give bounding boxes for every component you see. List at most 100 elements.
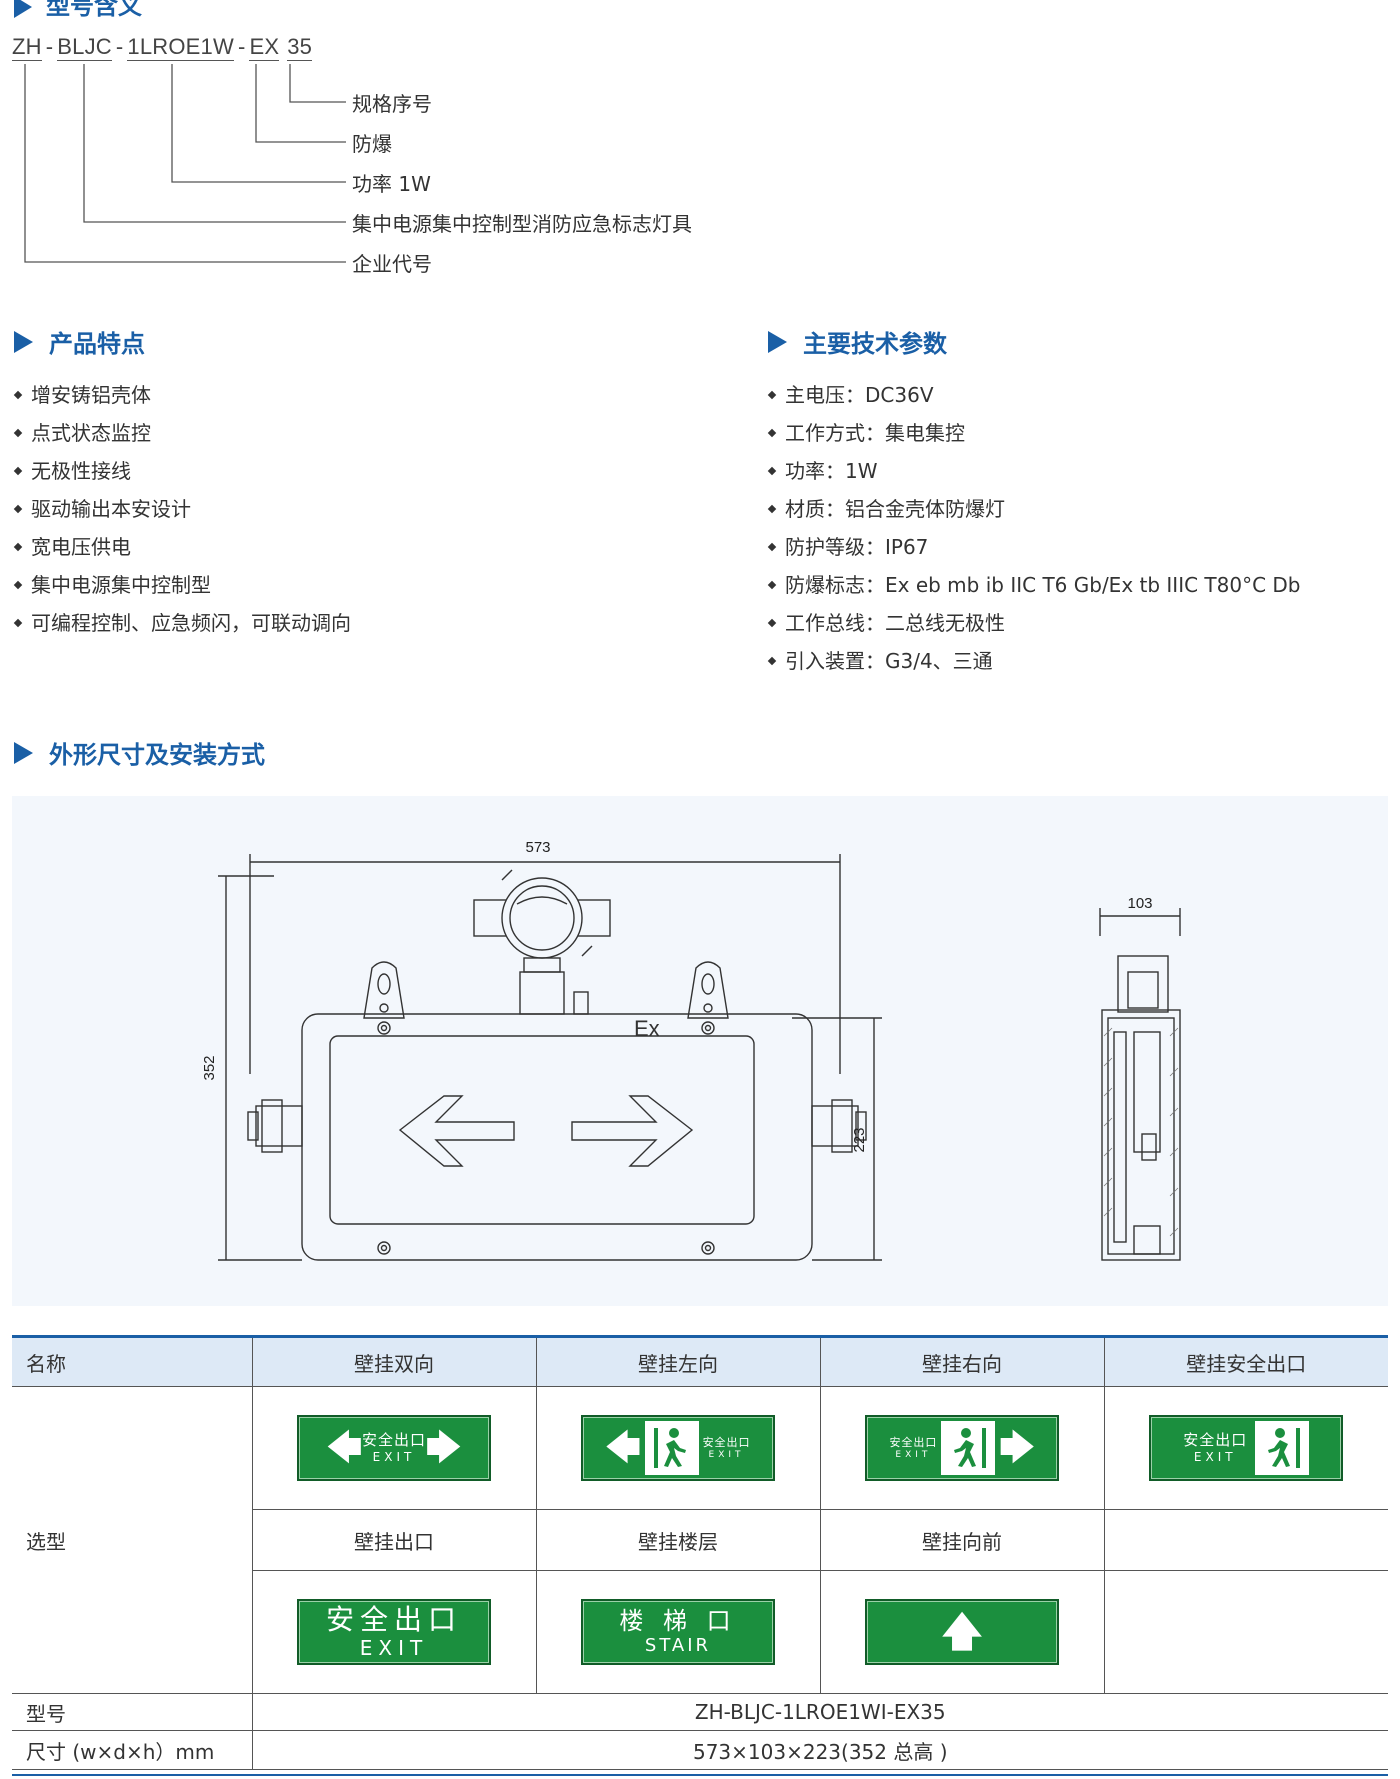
dimension-drawing: 573 352 223 103 Ex — [201, 839, 1181, 1261]
running-man-icon — [1255, 1421, 1310, 1475]
table-cell: 壁挂向前 — [820, 1509, 1105, 1571]
table-cell: 壁挂楼层 — [536, 1509, 821, 1571]
table-cell — [1104, 1509, 1388, 1571]
table-header-cell: 壁挂安全出口 — [1104, 1335, 1388, 1387]
running-man-icon — [954, 1428, 987, 1468]
arrow-left-icon: 🡄 — [326, 1428, 362, 1468]
model-code: ZH-BLJC-1LROE1W-EX 35 — [12, 34, 313, 61]
params-list: 主电压：DC36V 工作方式：集电集控 功率：1W 材质：铝合金壳体防爆灯 防护… — [766, 376, 1301, 680]
table-header-row: 名称 壁挂双向 壁挂左向 壁挂右向 壁挂安全出口 — [12, 1335, 1388, 1387]
diamond-bullet-icon — [13, 580, 23, 590]
forward-sign: 🡅 — [865, 1599, 1059, 1665]
features-heading: 产品特点 — [14, 324, 145, 359]
model-code-leader-lines — [24, 64, 346, 263]
model-value: ZH-BLJC-1LROE1WI-EX35 — [252, 1693, 1388, 1731]
model-segment-ex: EX — [249, 34, 280, 61]
dimension-total-height-label: 352 — [201, 1055, 218, 1080]
list-item: 功率：1W — [766, 452, 1301, 490]
size-label: 尺寸 (w×d×h）mm — [12, 1730, 253, 1770]
diamond-bullet-icon — [767, 390, 777, 400]
list-item: 可编程控制、应急频闪，可联动调向 — [12, 604, 351, 642]
diamond-bullet-icon — [767, 428, 777, 438]
label-spec-number: 规格序号 — [352, 92, 432, 116]
params-heading: 主要技术参数 — [768, 324, 947, 359]
dimension-width-label: 573 — [525, 839, 550, 856]
model-segment-power: 1LROE1W — [127, 34, 234, 61]
arrow-left-icon: 🡄 — [605, 1428, 641, 1468]
table-cell: 壁挂出口 — [252, 1509, 537, 1571]
triangle-bullet-icon — [14, 330, 33, 353]
diamond-bullet-icon — [13, 618, 23, 628]
triangle-bullet-icon — [768, 330, 787, 353]
list-item: 工作方式：集电集控 — [766, 414, 1301, 452]
table-row: 尺寸 (w×d×h）mm 573×103×223(352 总高 ) — [12, 1730, 1388, 1770]
list-item: 工作总线：二总线无极性 — [766, 604, 1301, 642]
list-item: 防爆标志：Ex eb mb ib IIC T6 Gb/Ex tb IIIC T8… — [766, 566, 1301, 604]
diamond-bullet-icon — [767, 656, 777, 666]
table-row: 型号 ZH-BLJC-1LROE1WI-EX35 — [12, 1693, 1388, 1731]
table-row: 壁挂出口 壁挂楼层 壁挂向前 — [12, 1509, 1388, 1571]
list-item: 宽电压供电 — [12, 528, 351, 566]
list-item: 防护等级：IP67 — [766, 528, 1301, 566]
select-label: 选型 — [12, 1386, 253, 1694]
table-header-cell: 壁挂右向 — [820, 1335, 1105, 1387]
diamond-bullet-icon — [13, 428, 23, 438]
list-item: 引入装置：G3/4、三通 — [766, 642, 1301, 680]
list-item: 点式状态监控 — [12, 414, 351, 452]
list-item: 无极性接线 — [12, 452, 351, 490]
diamond-bullet-icon — [13, 390, 23, 400]
dimension-body-height-label: 223 — [851, 1127, 868, 1152]
diamond-bullet-icon — [767, 618, 777, 628]
arrow-up-icon: 🡅 — [941, 1609, 983, 1655]
list-item: 增安铸铝壳体 — [12, 376, 351, 414]
table-header-cell: 名称 — [12, 1335, 253, 1387]
label-explosion-proof: 防爆 — [352, 132, 392, 156]
ex-mark: Ex — [634, 1016, 660, 1041]
label-company-code: 企业代号 — [352, 252, 432, 276]
features-list: 增安铸铝壳体 点式状态监控 无极性接线 驱动输出本安设计 宽电压供电 集中电源集… — [12, 376, 351, 642]
diamond-bullet-icon — [767, 542, 777, 552]
model-label: 型号 — [12, 1693, 253, 1731]
running-man-icon — [941, 1421, 996, 1475]
diamond-bullet-icon — [767, 504, 777, 514]
model-segment-company: ZH — [12, 34, 42, 61]
list-item: 驱动输出本安设计 — [12, 490, 351, 528]
list-item: 材质：铝合金壳体防爆灯 — [766, 490, 1301, 528]
diamond-bullet-icon — [13, 504, 23, 514]
diamond-bullet-icon — [767, 466, 777, 476]
triangle-bullet-icon — [14, 741, 33, 764]
diamond-bullet-icon — [767, 580, 777, 590]
label-power: 功率 1W — [352, 172, 431, 196]
table-cell — [1104, 1570, 1388, 1694]
dimensions-heading: 外形尺寸及安装方式 — [14, 735, 265, 770]
arrow-right-icon: 🡆 — [999, 1428, 1035, 1468]
table-header-cell: 壁挂左向 — [536, 1335, 821, 1387]
running-man-icon — [644, 1421, 699, 1475]
running-man-icon — [653, 1428, 686, 1468]
triangle-bullet-icon — [14, 0, 32, 18]
label-product-type: 集中电源集中控制型消防应急标志灯具 — [352, 212, 692, 236]
bottom-rule — [12, 1774, 1388, 1776]
arrow-right-icon: 🡆 — [426, 1428, 462, 1468]
size-value: 573×103×223(352 总高 ) — [252, 1730, 1388, 1770]
list-item: 集中电源集中控制型 — [12, 566, 351, 604]
dimension-drawing-panel: 573 352 223 103 Ex — [12, 796, 1388, 1306]
list-item: 主电压：DC36V — [766, 376, 1301, 414]
diamond-bullet-icon — [13, 466, 23, 476]
running-man-icon — [1268, 1428, 1301, 1468]
dimension-depth-label: 103 — [1127, 895, 1152, 912]
